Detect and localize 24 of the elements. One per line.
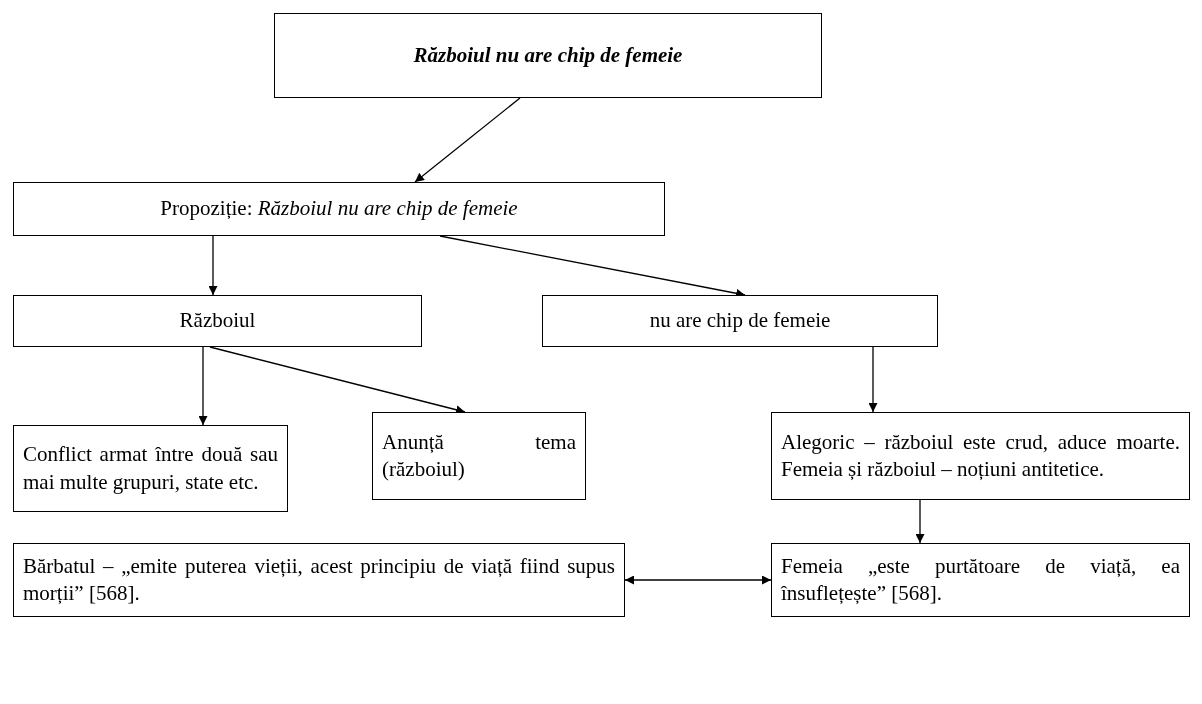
text-box	[13, 543, 625, 617]
arrow	[208, 235, 218, 296]
label-box	[542, 295, 938, 347]
label-box	[13, 182, 665, 236]
text-box	[372, 412, 586, 500]
box-text: Conflict armat între două sau mai multe grupuri, state etc.	[23, 441, 278, 496]
arrow	[868, 346, 878, 413]
box-text: Războiul	[178, 307, 257, 335]
arrow	[915, 499, 925, 544]
box-text: nu are chip de femeie	[648, 307, 832, 335]
text-box	[771, 412, 1190, 500]
arrow	[414, 97, 521, 183]
box-text: Femeia „este purtătoare de viață, ea însuflețește” [568].	[781, 552, 1180, 607]
text-box	[771, 543, 1190, 617]
arrow	[198, 346, 208, 426]
box-text: Războiul nu are chip de femeie	[412, 41, 684, 69]
box-text: Alegoric – războiul este crud, aduce moarte. Femeia și războiul – noțiuni antitetice.	[781, 428, 1180, 483]
box-text: Bărbatul – „emite puterea vieții, acest principiu de viață fiind supus morții” [568].	[23, 552, 615, 607]
label-box	[13, 295, 422, 347]
box-text: Propoziție: Războiul nu are chip de femeie	[159, 195, 519, 223]
text-box	[13, 425, 288, 512]
arrow	[624, 575, 772, 585]
box-text: Anunță tema (războiul)	[382, 428, 576, 483]
title-box	[274, 13, 822, 98]
